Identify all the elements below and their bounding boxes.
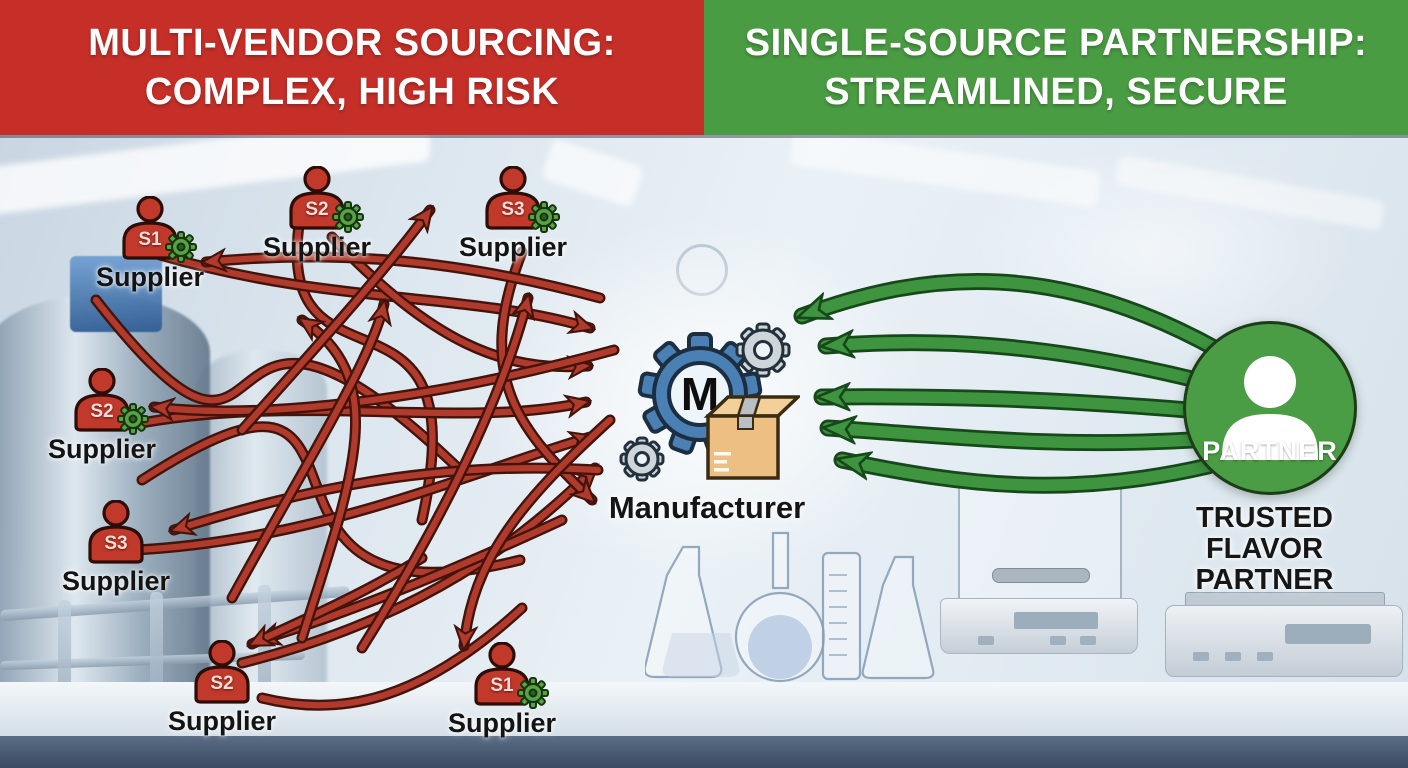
caption-line: PARTNER (1195, 564, 1334, 597)
supplier-person-icon: S2 (65, 367, 149, 435)
analytical-balance (940, 478, 1138, 673)
supplier-label: Supplier (458, 232, 567, 262)
supplier-id-badge: S3 (104, 533, 128, 554)
partner-badge-label: PARTNER (1202, 436, 1338, 466)
supplier-person-icon: S3 (79, 499, 153, 564)
supplier-node-s2-bottom: S2 Supplier (156, 639, 288, 737)
box-icon (703, 395, 800, 480)
caption-line: FLAVOR (1205, 533, 1324, 566)
gear-badge-icon (517, 677, 549, 709)
supplier-label: Supplier (47, 434, 156, 464)
supplier-label: Supplier (95, 262, 204, 292)
weighing-pan (992, 568, 1090, 583)
partner-circle: PARTNER (1183, 321, 1357, 495)
erlenmeyer-flask (861, 555, 935, 680)
supplier-person-icon: S2 (280, 165, 364, 233)
supplier-label: Supplier (262, 232, 371, 262)
supplier-node-s1: S1 Supplier (84, 195, 216, 293)
manufacturer-label: Manufacturer (608, 490, 806, 525)
graduated-cylinder (821, 551, 862, 681)
header-left-line1: MULTI-VENDOR SOURCING: (88, 21, 616, 64)
supplier-person-icon: S1 (465, 641, 549, 709)
supplier-person-icon: S1 (113, 195, 197, 263)
supplier-label: Supplier (447, 708, 556, 738)
balance-display (1014, 612, 1098, 629)
supplier-person-icon: S3 (476, 165, 560, 233)
supplier-person-icon: S2 (185, 639, 259, 704)
precision-balance (1165, 592, 1403, 688)
supplier-id-badge: S1 (138, 229, 162, 250)
header-single-source: SINGLE-SOURCE PARTNERSHIP: STREAMLINED, … (704, 0, 1408, 135)
supplier-id-badge: S2 (210, 673, 234, 694)
gear-icon-small (735, 322, 791, 378)
gear-badge-icon (528, 201, 560, 233)
supplier-node-s1-bottom: S1 Supplier (436, 641, 568, 739)
header-band: MULTI-VENDOR SOURCING: COMPLEX, HIGH RIS… (0, 0, 1408, 138)
volumetric-flask-neck (771, 531, 790, 590)
gear-badge-icon (117, 403, 149, 435)
gear-badge-icon (165, 231, 197, 263)
supplier-id-badge: S3 (501, 199, 525, 220)
gear-icon-small (619, 436, 665, 482)
gear-badge-icon (332, 201, 364, 233)
header-right-line1: SINGLE-SOURCE PARTNERSHIP: (744, 21, 1368, 64)
supplier-node-s3-mid: S3 Supplier (50, 499, 182, 597)
lab-glassware (645, 531, 935, 683)
caption-line: TRUSTED (1196, 502, 1333, 534)
header-right-line2: STREAMLINED, SECURE (824, 70, 1288, 113)
supplier-node-s2-top: S2 Supplier (251, 165, 383, 263)
lab-bench-front (0, 736, 1408, 768)
supplier-label: Supplier (61, 566, 170, 596)
supplier-node-s3-top: S3 Supplier (447, 165, 579, 263)
balance-display (1285, 624, 1371, 644)
supplier-label: Supplier (167, 706, 276, 736)
person-icon (1222, 356, 1318, 460)
manufacturer-icon: M (619, 322, 800, 482)
header-left-line2: COMPLEX, HIGH RISK (144, 70, 560, 113)
trusted-flavor-partner-caption: TRUSTED FLAVOR PARTNER (1162, 502, 1367, 597)
supplier-node-s2-mid: S2 Supplier (36, 367, 168, 465)
header-multi-vendor: MULTI-VENDOR SOURCING: COMPLEX, HIGH RIS… (0, 0, 704, 135)
balance-glass-chamber (958, 478, 1122, 604)
